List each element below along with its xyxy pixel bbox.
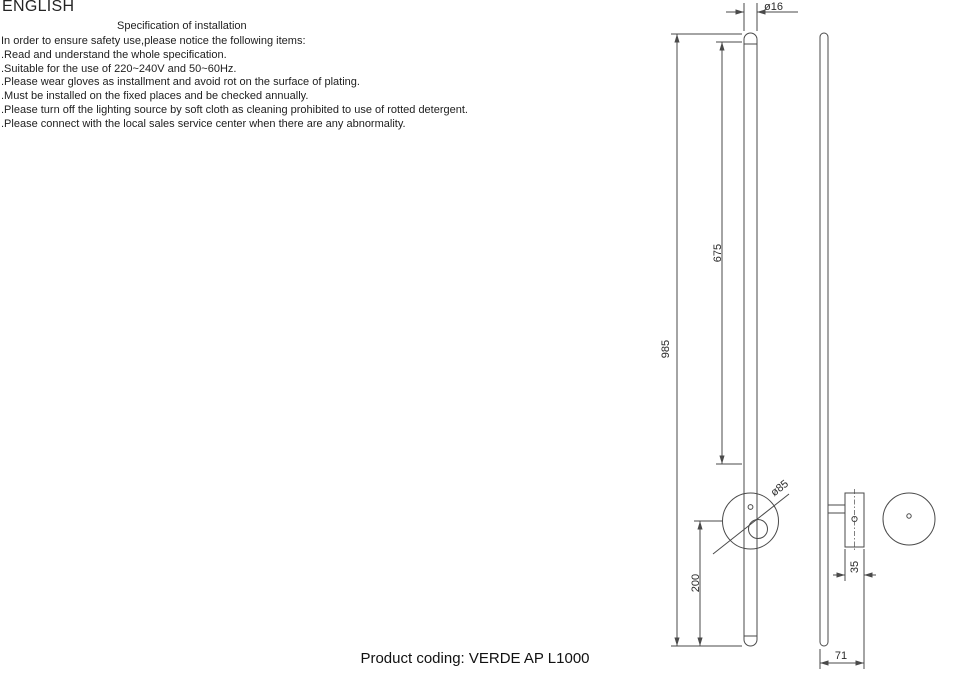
instruction-intro: In order to ensure safety use,please not… — [1, 35, 306, 47]
side-bar — [819, 32, 829, 647]
dim-total-height — [671, 33, 742, 647]
dim-top-diameter — [726, 3, 798, 31]
dim-bracket-width — [833, 549, 876, 581]
dim-label-bottom-length: 200 — [690, 574, 702, 592]
switch-knob — [748, 519, 768, 539]
lamp-bar — [743, 32, 758, 647]
spec-subtitle: Specification of installation — [117, 20, 247, 32]
dim-lit-length — [716, 41, 742, 465]
instruction-item: .Please wear gloves as installment and a… — [1, 76, 360, 89]
instruction-item: .Must be installed on the fixed places a… — [1, 90, 309, 103]
side-view — [819, 32, 936, 647]
bracket-hole — [851, 515, 858, 523]
front-view — [722, 32, 779, 647]
instruction-item: .Suitable for the use of 220~240V and 50… — [1, 62, 237, 75]
dim-label-lit-length: 675 — [712, 244, 724, 262]
installation-instructions: In order to ensure safety use,please not… — [1, 35, 468, 132]
dim-label-bracket-width: 35 — [849, 561, 861, 573]
dim-total-depth — [819, 549, 865, 669]
instruction-item: .Please connect with the local sales ser… — [1, 117, 406, 130]
product-coding: Product coding: VERDE AP L1000 — [360, 650, 590, 667]
bracket-arm — [827, 504, 846, 514]
dim-bottom-length — [694, 520, 723, 646]
instruction-item: .Please turn off the lighting source by … — [1, 103, 468, 116]
side-canopy-circle — [882, 492, 936, 546]
dim-label-total-height: 985 — [660, 340, 672, 358]
language-heading: ENGLISH — [2, 0, 75, 15]
dim-label-total-depth: 71 — [835, 650, 847, 662]
side-canopy-screw — [906, 513, 912, 519]
instruction-item: .Read and understand the whole specifica… — [1, 48, 227, 61]
dim-canopy-diameter-leader — [712, 493, 790, 555]
dim-label-top-diameter: ø16 — [764, 1, 783, 13]
dim-label-canopy-diameter: ø85 — [769, 478, 791, 499]
canopy-screw — [747, 504, 754, 510]
